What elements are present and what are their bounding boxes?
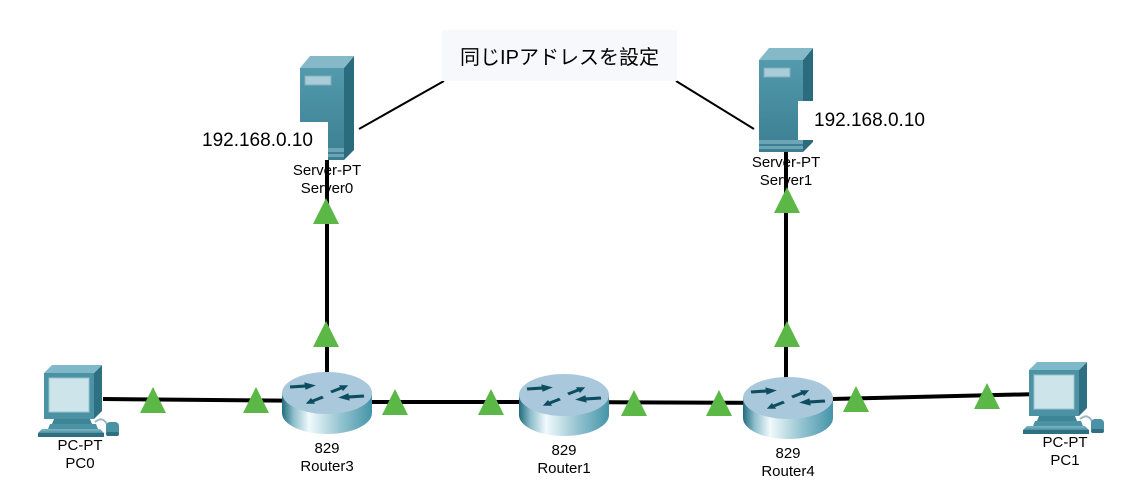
link-status-arrow — [843, 386, 869, 412]
router-icon — [282, 372, 372, 434]
device-router1[interactable]: 829 Router1 — [494, 373, 634, 478]
device-model: 829 — [314, 440, 340, 457]
device-name: Server0 — [300, 180, 354, 197]
link-status-arrow — [313, 198, 339, 224]
link-status-arrow — [140, 387, 166, 413]
device-pc1[interactable]: PC-PT PC1 — [995, 358, 1135, 470]
device-pc0[interactable]: PC-PT PC0 — [10, 361, 150, 473]
link-status-arrow — [774, 321, 800, 347]
router-icon — [743, 377, 833, 439]
router-icon — [519, 374, 609, 436]
device-name: PC1 — [1050, 452, 1080, 469]
annotation-note[interactable]: 同じIPアドレスを設定 — [442, 30, 677, 81]
annotation-leader-right — [675, 80, 755, 130]
ip-note-server1[interactable]: 192.168.0.10 — [798, 101, 941, 140]
device-router3[interactable]: 829 Router3 — [257, 371, 397, 476]
device-model: 829 — [551, 442, 577, 459]
device-model: PC-PT — [57, 437, 103, 454]
device-router4[interactable]: 829 Router4 — [718, 376, 858, 481]
device-model: Server-PT — [751, 154, 821, 171]
device-name: Router4 — [761, 463, 815, 480]
link-status-arrow — [774, 187, 800, 213]
device-model: 829 — [775, 445, 801, 462]
pc-icon — [38, 365, 119, 437]
link-status-arrow — [243, 387, 269, 413]
device-name: Router1 — [537, 460, 591, 477]
pc-icon — [1023, 362, 1104, 434]
link-status-arrow — [382, 389, 408, 415]
link-status-arrow — [621, 390, 647, 416]
annotation-leader-left — [358, 80, 445, 130]
ip-note-server0[interactable]: 192.168.0.10 — [187, 122, 328, 160]
link-status-arrow — [974, 383, 1000, 409]
link-status-arrow — [313, 321, 339, 347]
device-name: Server1 — [759, 172, 813, 189]
device-model: Server-PT — [292, 162, 362, 179]
device-name: PC0 — [65, 455, 95, 472]
link-status-arrow — [478, 389, 504, 415]
device-model: PC-PT — [1042, 434, 1088, 451]
link-status-arrow — [706, 390, 732, 416]
device-name: Router3 — [300, 458, 354, 475]
